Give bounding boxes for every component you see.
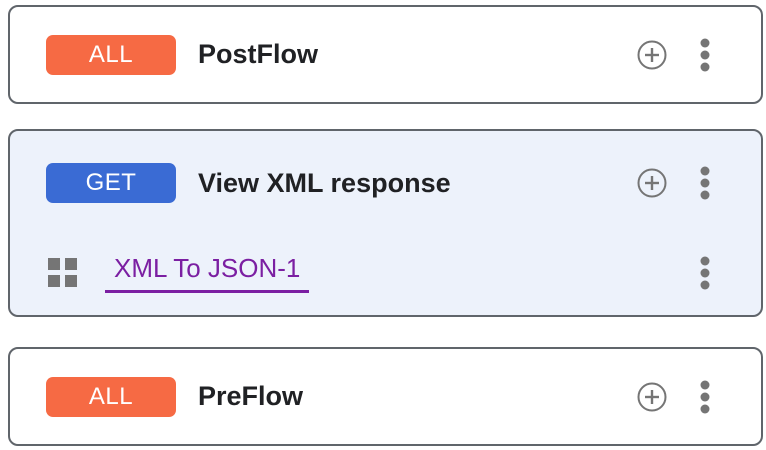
flow-header-row: GET View XML response: [10, 163, 761, 203]
flow-title: PreFlow: [198, 381, 304, 411]
flow-header-row: ALL PreFlow: [10, 349, 761, 444]
flow-card-view-xml-response[interactable]: GET View XML response XM: [8, 129, 763, 317]
kebab-menu-icon: [700, 166, 710, 200]
flow-card-preflow[interactable]: ALL PreFlow: [8, 347, 763, 446]
flow-title: View XML response: [198, 167, 451, 198]
more-options-button[interactable]: [700, 380, 710, 414]
policy-row: XML To JSON-1: [10, 253, 761, 293]
more-options-button[interactable]: [700, 166, 710, 200]
method-badge: ALL: [46, 34, 176, 75]
flow-title: PostFlow: [198, 39, 318, 69]
more-options-button[interactable]: [700, 256, 710, 290]
add-policy-button[interactable]: [637, 168, 667, 198]
plus-circle-icon: [637, 382, 667, 411]
more-options-button[interactable]: [700, 38, 710, 72]
kebab-menu-icon: [700, 380, 710, 413]
flow-card-postflow[interactable]: ALL PostFlow: [8, 5, 763, 104]
method-badge: ALL: [46, 376, 176, 417]
drag-indicator-icon[interactable]: [48, 258, 78, 288]
flow-header-row: ALL PostFlow: [10, 7, 761, 102]
policy-link[interactable]: XML To JSON-1: [105, 253, 310, 293]
add-policy-button[interactable]: [637, 382, 667, 412]
method-badge: GET: [46, 163, 176, 203]
plus-circle-icon: [637, 40, 667, 69]
kebab-menu-icon: [700, 38, 710, 71]
add-policy-button[interactable]: [637, 40, 667, 70]
plus-circle-icon: [637, 168, 667, 198]
kebab-menu-icon: [700, 256, 710, 290]
